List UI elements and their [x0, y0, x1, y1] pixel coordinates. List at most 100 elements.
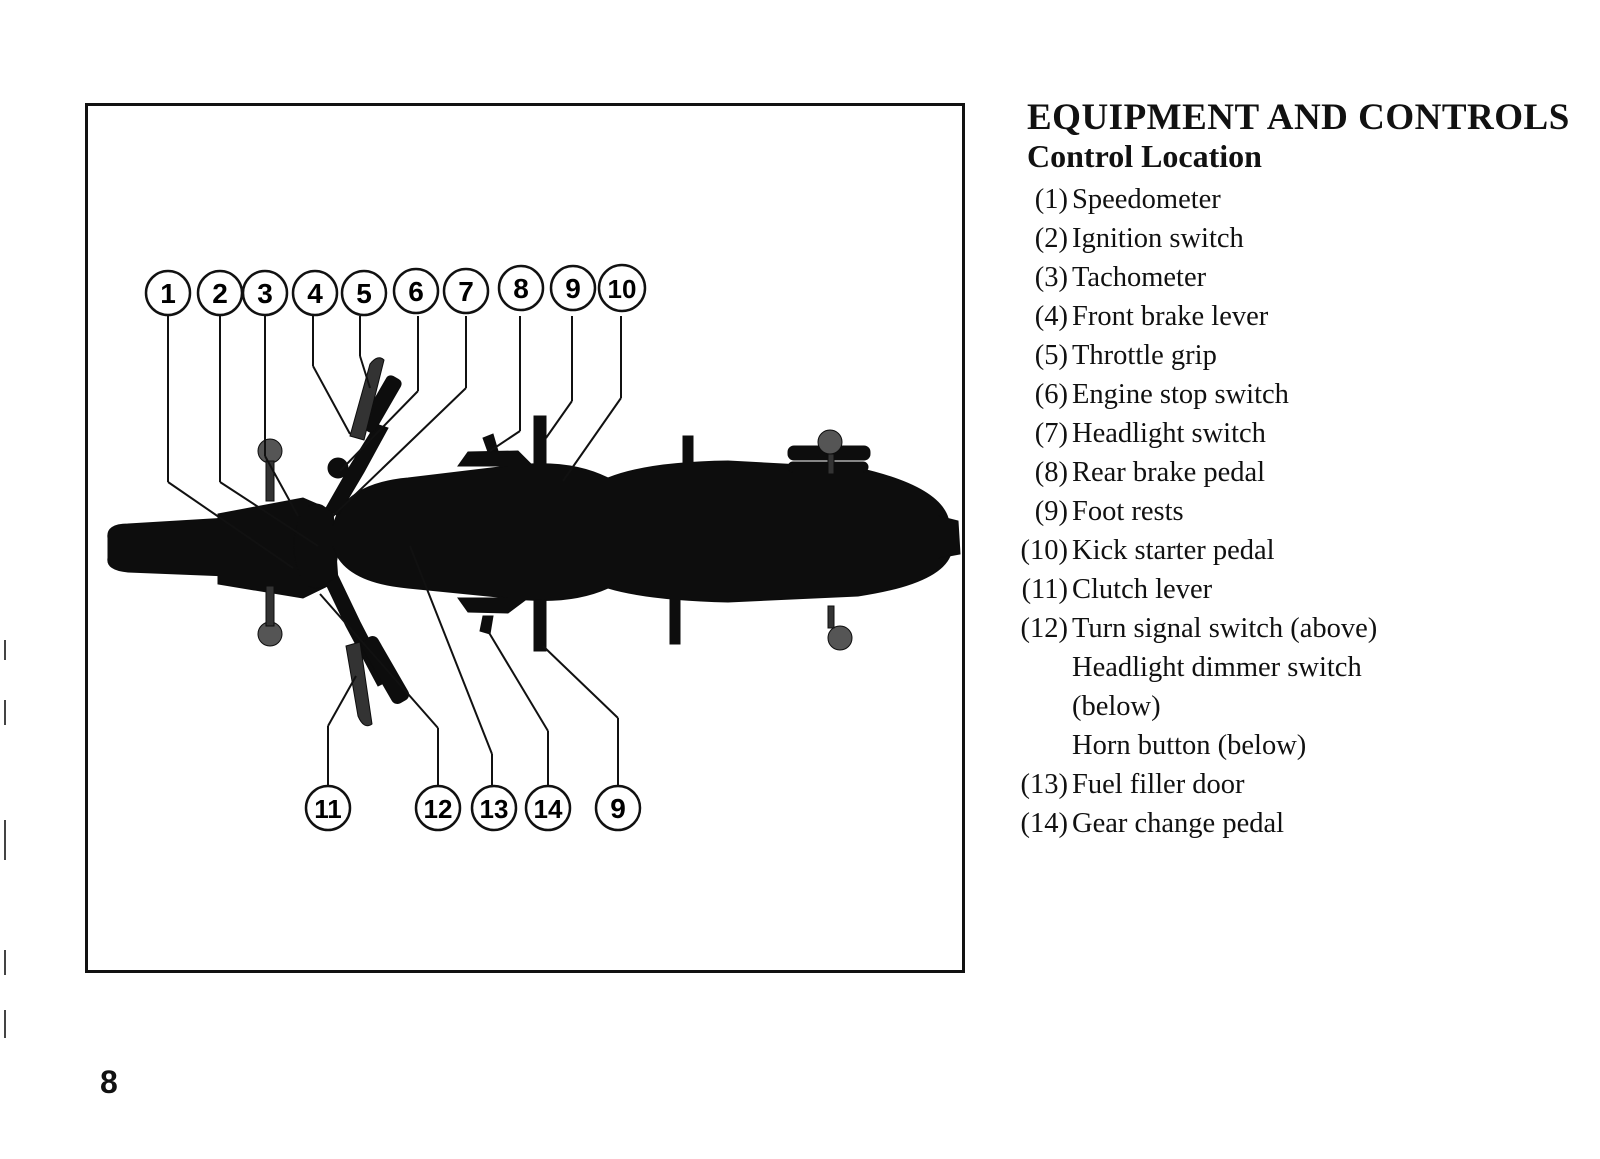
legend-item: (13)Fuel filler door — [1010, 765, 1590, 804]
engine-top — [457, 450, 535, 467]
legend-number: (2) — [1034, 223, 1068, 254]
main-body — [332, 460, 951, 603]
section-subtitle: Control Location — [1027, 138, 1262, 174]
scan-margin-mark — [4, 640, 6, 660]
legend-item: (1)Speedometer — [1010, 180, 1590, 219]
legend-item: (6)Engine stop switch — [1010, 375, 1590, 414]
svg-text:14: 14 — [534, 794, 563, 824]
svg-text:5: 5 — [356, 278, 372, 309]
scan-margin-mark — [4, 1010, 6, 1038]
legend-number: (12) — [1020, 613, 1068, 644]
legend-item: (11)Clutch lever — [1010, 570, 1590, 609]
callout-7: 7 — [442, 267, 490, 315]
legend-item: (4)Front brake lever — [1010, 297, 1590, 336]
legend-item: (14)Gear change pedal — [1010, 804, 1590, 843]
scan-margin-mark — [4, 700, 6, 725]
motorcycle-silhouette — [107, 357, 961, 727]
legend-description: Rear brake pedal — [1072, 457, 1266, 488]
legend-subitem: Horn button (below) — [1072, 730, 1307, 761]
handlebar-right — [325, 423, 389, 517]
switch-housing-right — [327, 457, 349, 479]
scan-margin-mark — [4, 820, 6, 860]
callout-13: 13 — [470, 784, 518, 832]
motorcycle-diagram: 1 2 3 4 5 6 7 — [107, 263, 961, 832]
callout-6: 6 — [392, 267, 440, 315]
front-brake-lever — [349, 357, 385, 441]
callout-10: 10 — [597, 263, 647, 313]
svg-text:6: 6 — [408, 276, 424, 307]
legend-description: Front brake lever — [1072, 301, 1269, 332]
legend-description: Headlight switch — [1072, 418, 1266, 449]
legend-item: (3)Tachometer — [1010, 258, 1590, 297]
legend-item: (7)Headlight switch — [1010, 414, 1590, 453]
legend-item: (9)Foot rests — [1010, 492, 1590, 531]
svg-text:9: 9 — [565, 273, 581, 304]
legend-description: Throttle grip — [1072, 340, 1217, 371]
front-turn-signal-right — [257, 438, 283, 464]
scan-margin-mark — [4, 950, 6, 975]
legend-number: (13) — [1020, 769, 1068, 800]
legend-description: Clutch lever — [1072, 574, 1213, 605]
legend-number: (11) — [1021, 574, 1068, 605]
callout-9-bottom: 9 — [594, 784, 642, 832]
page-title: EQUIPMENT AND CONTROLS — [1027, 97, 1570, 138]
legend-subitem: (below) — [1072, 691, 1161, 722]
foot-rest-left — [533, 600, 547, 652]
legend-number: (10) — [1020, 535, 1068, 566]
legend-item: (8)Rear brake pedal — [1010, 453, 1590, 492]
callout-1: 1 — [144, 269, 192, 317]
legend-number: (8) — [1034, 457, 1068, 488]
callout-11: 11 — [304, 784, 352, 832]
legend-number: (3) — [1034, 262, 1068, 293]
legend-number: (9) — [1034, 496, 1068, 527]
legend-item: (5)Throttle grip — [1010, 336, 1590, 375]
svg-text:3: 3 — [257, 278, 273, 309]
foot-rest-right — [533, 415, 547, 467]
legend-description: Foot rests — [1072, 496, 1184, 527]
legend-number: (14) — [1020, 808, 1068, 839]
legend-description: Turn signal switch (above) — [1072, 613, 1378, 644]
callout-5: 5 — [340, 269, 388, 317]
svg-text:13: 13 — [480, 794, 509, 824]
callouts-bottom: 11 12 13 14 9 — [304, 784, 642, 832]
legend-description: Speedometer — [1072, 184, 1221, 215]
legend-description: Tachometer — [1072, 262, 1207, 293]
svg-text:10: 10 — [608, 274, 637, 304]
legend-number: (1) — [1034, 184, 1068, 215]
legend-number: (6) — [1034, 379, 1068, 410]
callout-9-top: 9 — [549, 264, 597, 312]
callout-8: 8 — [497, 264, 545, 312]
legend-number: (7) — [1034, 418, 1068, 449]
svg-text:11: 11 — [314, 794, 342, 824]
callout-4: 4 — [291, 269, 339, 317]
control-legend: (1)Speedometer (2)Ignition switch (3)Tac… — [1010, 180, 1590, 843]
callout-14: 14 — [524, 784, 572, 832]
callout-2: 2 — [196, 269, 244, 317]
legend-item: (10)Kick starter pedal — [1010, 531, 1590, 570]
legend-description: Fuel filler door — [1072, 769, 1245, 800]
passenger-peg-left — [669, 593, 681, 645]
svg-text:9: 9 — [610, 793, 626, 824]
rear-brake-pedal — [482, 433, 499, 453]
legend-description: Engine stop switch — [1072, 379, 1289, 410]
svg-text:4: 4 — [307, 278, 323, 309]
tail-light — [937, 515, 961, 559]
legend-description: Kick starter pedal — [1072, 535, 1275, 566]
engine-bottom — [457, 597, 530, 614]
legend-item: (12)Turn signal switch (above) — [1010, 609, 1590, 648]
legend-number: (5) — [1034, 340, 1068, 371]
legend-description: Ignition switch — [1072, 223, 1244, 254]
figure-frame: 1 2 3 4 5 6 7 — [85, 103, 965, 973]
svg-text:7: 7 — [458, 276, 474, 307]
callout-12: 12 — [414, 784, 462, 832]
callouts-top: 1 2 3 4 5 6 7 — [144, 263, 647, 317]
svg-text:2: 2 — [212, 278, 228, 309]
clutch-lever — [345, 641, 373, 727]
headlamp — [293, 503, 339, 589]
page-number: 8 — [100, 1064, 118, 1100]
callout-3: 3 — [241, 269, 289, 317]
leader-lines — [167, 316, 622, 786]
legend-description: Gear change pedal — [1072, 808, 1285, 839]
svg-text:12: 12 — [424, 794, 453, 824]
svg-text:1: 1 — [160, 278, 176, 309]
